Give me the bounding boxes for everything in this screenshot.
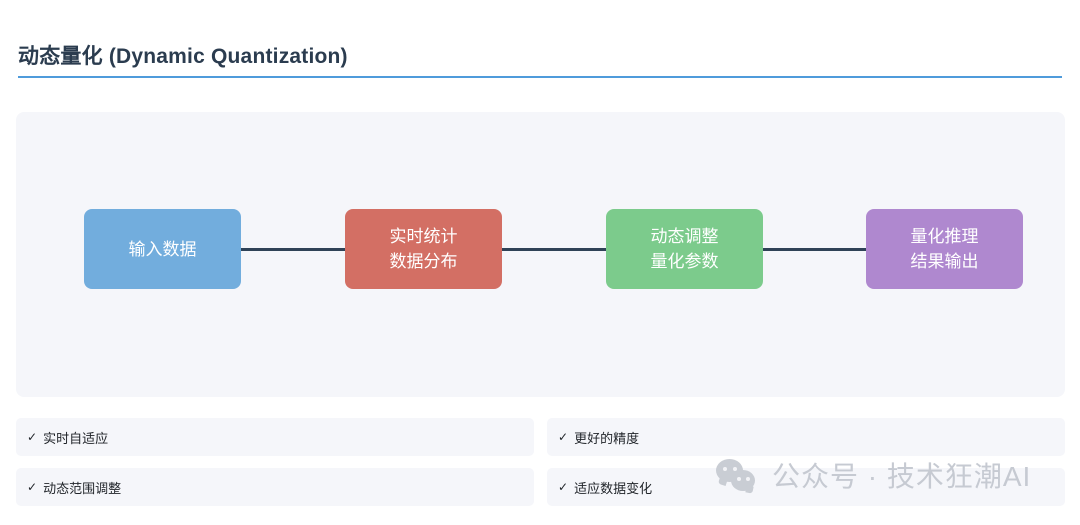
flow-node-statistics: 实时统计 数据分布: [345, 209, 502, 289]
check-icon: ✓: [27, 480, 38, 494]
list-item-label: 动态范围调整: [43, 480, 122, 496]
flow-node-output: 量化推理 结果输出: [866, 209, 1023, 289]
flow-node-label-line2: 量化参数: [650, 252, 719, 271]
feature-list: ✓ 实时自适应 ✓ 更好的精度 ✓ 动态范围调整 ✓ 适应数据变化: [16, 418, 1065, 506]
check-icon: ✓: [27, 430, 38, 444]
flow-node-label-line1: 实时统计: [389, 227, 458, 246]
title-underline: [18, 76, 1062, 78]
flow-node-label-line1: 动态调整: [650, 227, 719, 246]
flow-arrow-1: [241, 248, 366, 251]
list-item: ✓ 更好的精度: [547, 418, 1065, 456]
flow-node-label-line1: 量化推理: [910, 227, 979, 246]
flow-diagram: 输入数据 实时统计 数据分布 动态调整 量化参数 量化推理 结果输出: [16, 112, 1065, 397]
list-item-label: 适应数据变化: [574, 480, 653, 496]
list-item: ✓ 实时自适应: [16, 418, 534, 456]
flow-node-label-line2: 数据分布: [389, 252, 458, 271]
list-item: ✓ 动态范围调整: [16, 468, 534, 506]
list-item-label: 实时自适应: [43, 430, 109, 446]
check-icon: ✓: [558, 430, 569, 444]
page-title: 动态量化 (Dynamic Quantization): [18, 45, 348, 68]
flow-node-label-line2: 结果输出: [910, 252, 979, 271]
flow-arrow-3: [763, 248, 887, 251]
list-item-label: 更好的精度: [574, 430, 640, 446]
flow-node-input: 输入数据: [84, 209, 241, 289]
flow-arrow-2: [502, 248, 627, 251]
flow-node-label-line1: 输入数据: [128, 239, 197, 259]
flow-node-dynamic-params: 动态调整 量化参数: [606, 209, 763, 289]
diagram-panel: 输入数据 实时统计 数据分布 动态调整 量化参数 量化推理 结果输出: [16, 112, 1065, 397]
list-item: ✓ 适应数据变化: [547, 468, 1065, 506]
check-icon: ✓: [558, 480, 569, 494]
